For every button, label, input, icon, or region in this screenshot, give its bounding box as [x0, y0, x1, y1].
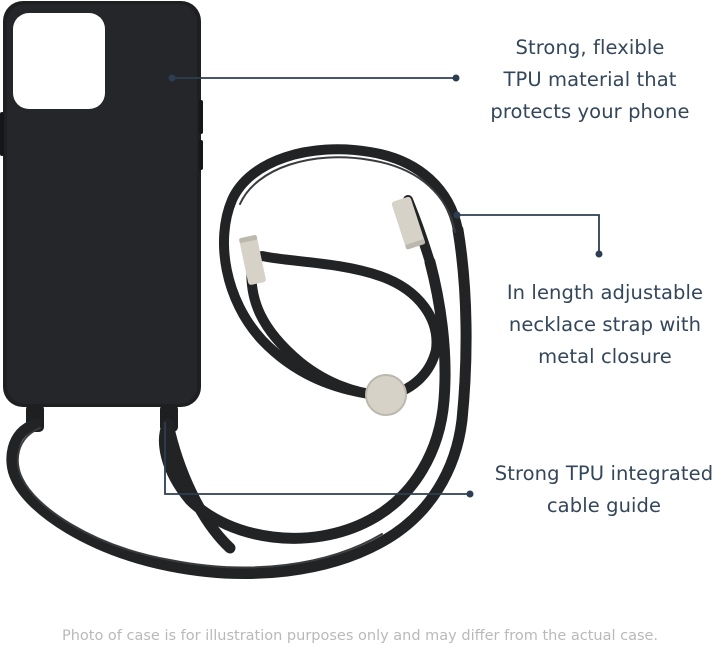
callout-line: protects your phone	[490, 100, 690, 123]
callout-line: Strong TPU integrated	[494, 462, 714, 485]
callout-tpu-material: Strong, flexible TPU material that prote…	[478, 32, 702, 128]
leader-line-2	[453, 211, 603, 258]
leader-line-1	[168, 74, 460, 82]
necklace-strap	[6, 144, 472, 580]
metal-closure	[239, 196, 426, 416]
callout-line: metal closure	[538, 345, 672, 368]
callout-line: cable guide	[546, 494, 662, 517]
callout-line: Strong, flexible	[515, 36, 665, 59]
callout-line: necklace strap with	[508, 313, 702, 336]
callout-cable-guide: Strong TPU integrated cable guide	[484, 458, 720, 522]
leader-line-3	[164, 422, 474, 498]
camera-cutout	[13, 13, 105, 109]
disclaimer-text: Photo of case is for illustration purpos…	[61, 628, 659, 644]
callout-line: In length adjustable	[506, 281, 704, 304]
callout-line: TPU material that	[503, 68, 677, 91]
callout-adjustable-strap: In length adjustable necklace strap with…	[490, 277, 720, 373]
cable-guide	[26, 404, 178, 432]
